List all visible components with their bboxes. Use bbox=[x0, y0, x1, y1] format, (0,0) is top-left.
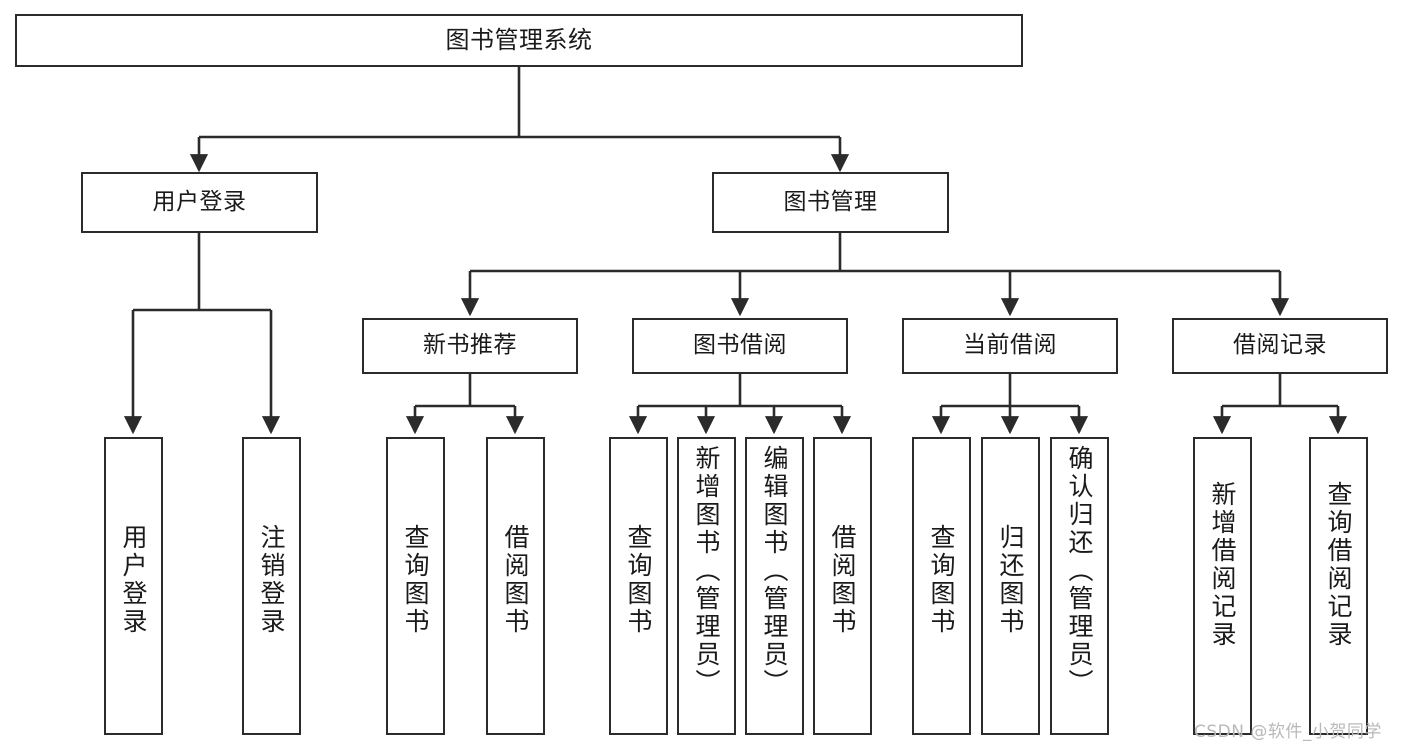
node-label: 用户登录 bbox=[152, 188, 247, 215]
node-label: 查询图书 bbox=[624, 524, 653, 636]
leaf-query-borrow-record[interactable]: 查询借阅记录 bbox=[1309, 437, 1368, 735]
node-label: 图书借阅 bbox=[693, 332, 787, 359]
node-label: 编辑图书（管理员） bbox=[760, 445, 789, 697]
leaf-add-borrow-record[interactable]: 新增借阅记录 bbox=[1193, 437, 1252, 735]
node-label: 借阅图书 bbox=[828, 524, 857, 636]
node-new-book-recommendation[interactable]: 新书推荐 bbox=[362, 318, 578, 374]
node-label: 查询图书 bbox=[927, 524, 956, 636]
leaf-borrow-book-borrow[interactable]: 借阅图书 bbox=[813, 437, 872, 735]
node-label: 图书管理系统 bbox=[445, 26, 593, 55]
node-label: 当前借阅 bbox=[963, 332, 1057, 359]
node-label: 借阅图书 bbox=[501, 524, 530, 636]
leaf-logout[interactable]: 注销登录 bbox=[242, 437, 301, 735]
leaf-query-book-newbook[interactable]: 查询图书 bbox=[386, 437, 445, 735]
node-borrowing-record[interactable]: 借阅记录 bbox=[1172, 318, 1388, 374]
leaf-borrow-book-newbook[interactable]: 借阅图书 bbox=[486, 437, 545, 735]
leaf-edit-book-admin[interactable]: 编辑图书（管理员） bbox=[745, 437, 804, 735]
node-book-borrowing[interactable]: 图书借阅 bbox=[632, 318, 848, 374]
node-label: 查询借阅记录 bbox=[1324, 481, 1353, 649]
leaf-add-book-admin[interactable]: 新增图书（管理员） bbox=[677, 437, 736, 735]
node-label: 确认归还（管理员） bbox=[1065, 445, 1094, 697]
node-user-login[interactable]: 用户登录 bbox=[81, 172, 318, 233]
node-label: 用户登录 bbox=[119, 524, 148, 636]
node-label: 归还图书 bbox=[996, 524, 1025, 636]
node-label: 查询图书 bbox=[401, 524, 430, 636]
node-root-book-management-system[interactable]: 图书管理系统 bbox=[15, 14, 1023, 67]
leaf-confirm-return-admin[interactable]: 确认归还（管理员） bbox=[1050, 437, 1109, 735]
leaf-user-login[interactable]: 用户登录 bbox=[104, 437, 163, 735]
node-label: 借阅记录 bbox=[1233, 332, 1327, 359]
node-label: 新书推荐 bbox=[423, 332, 517, 359]
node-label: 图书管理 bbox=[783, 188, 878, 215]
leaf-query-book-borrow[interactable]: 查询图书 bbox=[609, 437, 668, 735]
node-current-borrowing[interactable]: 当前借阅 bbox=[902, 318, 1118, 374]
node-book-management[interactable]: 图书管理 bbox=[712, 172, 949, 233]
csdn-watermark: CSDN @软件_小贺同学 bbox=[1194, 722, 1382, 742]
leaf-return-book[interactable]: 归还图书 bbox=[981, 437, 1040, 735]
node-label: 新增借阅记录 bbox=[1208, 481, 1237, 649]
leaf-query-book-current[interactable]: 查询图书 bbox=[912, 437, 971, 735]
node-label: 新增图书（管理员） bbox=[692, 445, 721, 697]
node-label: 注销登录 bbox=[257, 524, 286, 636]
